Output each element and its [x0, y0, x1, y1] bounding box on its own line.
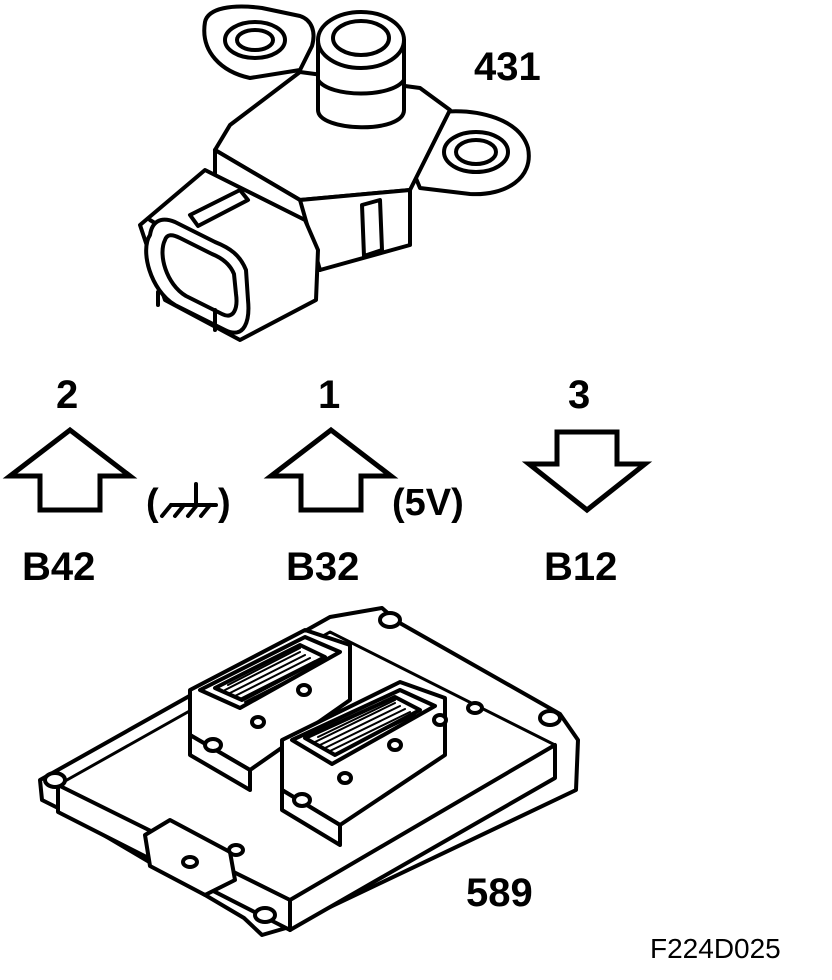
terminal-b32: B32 — [286, 545, 359, 589]
pin-3-number: 3 — [568, 373, 590, 417]
figure-code: F224D025 — [650, 933, 781, 964]
sensor-id-label: 431 — [474, 45, 541, 89]
terminal-b42: B42 — [22, 545, 95, 589]
module-id-label: 589 — [466, 871, 533, 915]
pin-1-note: (5V) — [392, 482, 464, 524]
pin-1-number: 1 — [318, 373, 340, 417]
pin-2-number: 2 — [56, 373, 78, 417]
pin-2-note-close: ) — [218, 482, 231, 524]
control-module-illustration — [38, 606, 580, 937]
terminal-b12: B12 — [544, 545, 617, 589]
labels: 431 2 1 3 ( ) (5V) B42 B32 B12 589 F224D… — [22, 45, 781, 964]
pin-arrows — [2, 426, 653, 514]
pin-2-note-open: ( — [146, 482, 159, 524]
sensor-illustration — [138, 4, 531, 342]
ground-icon — [160, 482, 218, 518]
arrow-down-pin-3 — [521, 429, 653, 514]
arrow-up-pin-2 — [2, 426, 138, 513]
arrow-up-pin-1 — [263, 426, 399, 513]
